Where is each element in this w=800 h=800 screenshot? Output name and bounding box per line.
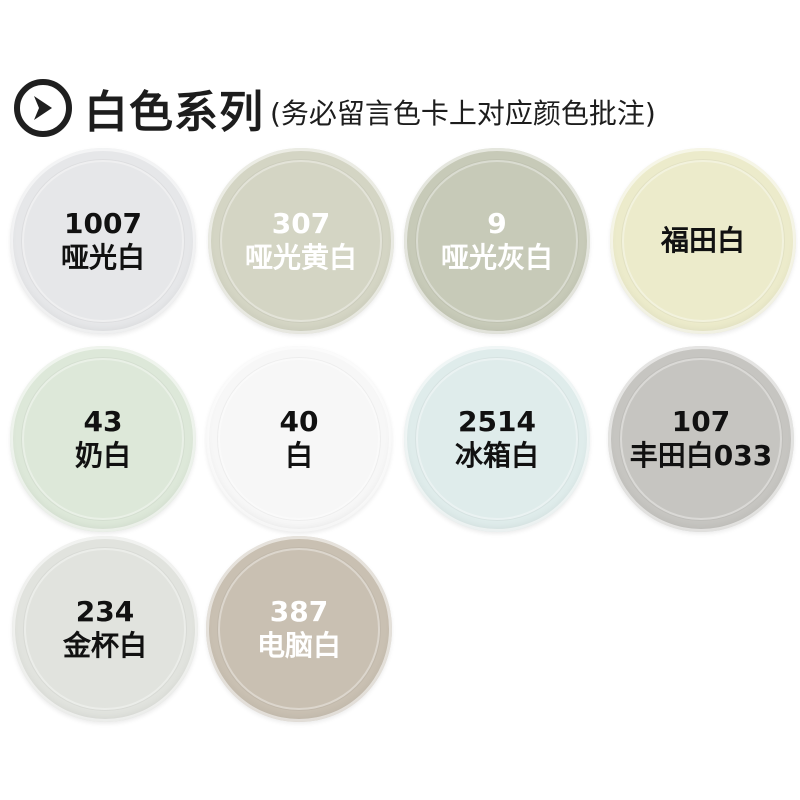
color-swatch-9[interactable]: 9 哑光灰白 bbox=[404, 148, 590, 334]
color-swatch-387[interactable]: 387 电脑白 bbox=[206, 536, 392, 722]
swatch-name: 奶白 bbox=[74, 439, 131, 472]
swatch-code: 1007 bbox=[64, 207, 142, 240]
series-title: 白色系列 bbox=[84, 87, 264, 138]
swatch-name: 丰田白033 bbox=[629, 439, 773, 472]
color-swatch-1007[interactable]: 1007 哑光白 bbox=[10, 148, 196, 334]
color-swatch-43[interactable]: 43 奶白 bbox=[10, 346, 196, 532]
swatch-name: 冰箱白 bbox=[454, 439, 539, 472]
swatch-code: 107 bbox=[671, 405, 731, 438]
series-subtitle: (务必留言色卡上对应颜色批注) bbox=[270, 97, 656, 130]
swatch-code: 387 bbox=[269, 595, 329, 628]
swatch-name: 哑光黄白 bbox=[244, 241, 357, 274]
swatch-name: 哑光白 bbox=[60, 241, 145, 274]
color-swatch-307[interactable]: 307 哑光黄白 bbox=[208, 148, 394, 334]
color-swatch-40[interactable]: 40 白 bbox=[206, 346, 392, 532]
swatch-name: 哑光灰白 bbox=[440, 241, 553, 274]
swatch-code: 2514 bbox=[458, 405, 536, 438]
swatch-name: 白 bbox=[284, 439, 313, 472]
series-header: 白色系列 (务必留言色卡上对应颜色批注) bbox=[14, 76, 656, 140]
color-swatch-2514[interactable]: 2514 冰箱白 bbox=[404, 346, 590, 532]
swatch-name: 金杯白 bbox=[62, 629, 147, 662]
color-swatch-futian[interactable]: 福田白 bbox=[610, 148, 796, 334]
swatch-name: 福田白 bbox=[660, 224, 745, 257]
swatch-code: 43 bbox=[83, 405, 123, 438]
swatch-code: 40 bbox=[279, 405, 319, 438]
swatch-code: 307 bbox=[271, 207, 331, 240]
swatch-code: 234 bbox=[75, 595, 135, 628]
swatch-name: 电脑白 bbox=[256, 629, 341, 662]
arrow-right-icon bbox=[14, 79, 72, 137]
color-swatch-234[interactable]: 234 金杯白 bbox=[12, 536, 198, 722]
swatch-code: 9 bbox=[487, 207, 507, 240]
color-swatch-107[interactable]: 107 丰田白033 bbox=[608, 346, 794, 532]
